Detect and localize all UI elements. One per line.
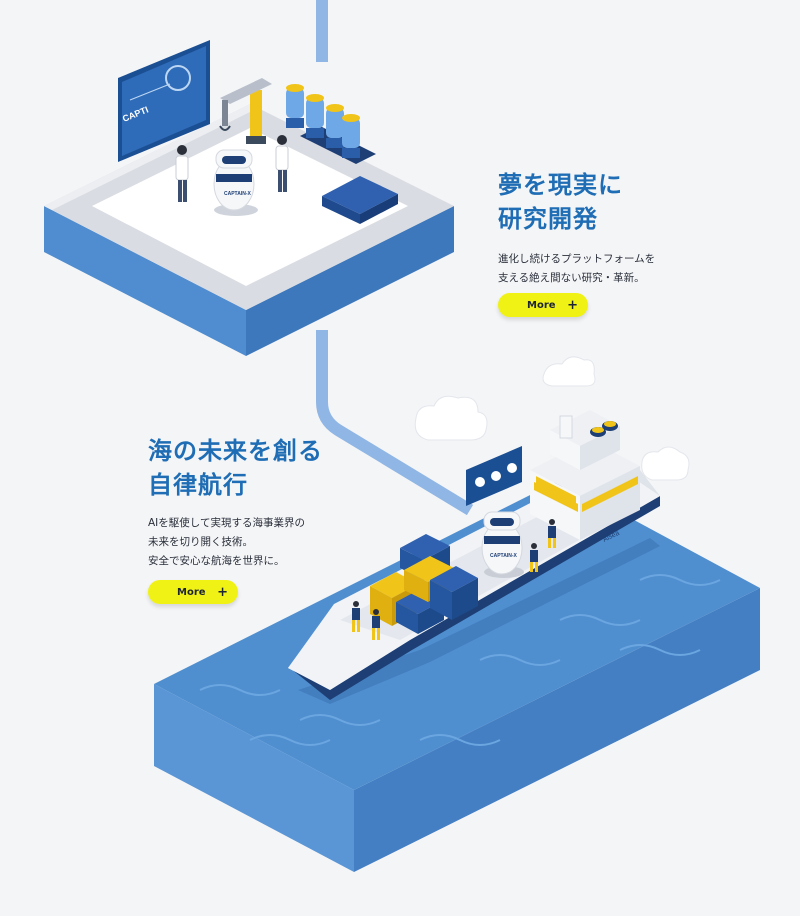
- autonomous-more-button[interactable]: More +: [148, 580, 238, 604]
- crew-member: [530, 543, 538, 572]
- autonomous-description-line1: AIを駆使して実現する海事業界の: [148, 517, 305, 529]
- research-more-button[interactable]: More +: [498, 293, 588, 317]
- ship-containers: [370, 534, 478, 634]
- robot-arm: [219, 78, 272, 144]
- lab-worker-right: [275, 135, 289, 192]
- plus-icon: +: [567, 297, 578, 313]
- research-description-line1: 進化し続けるプラットフォームを: [498, 253, 656, 265]
- ship-robot: CAPTAIN-X: [481, 511, 524, 578]
- autonomous-heading-line2: 自律航行: [148, 471, 248, 499]
- ship: Aisea: [288, 410, 660, 704]
- research-description-line2: 支える絶え間ない研究・革新。: [498, 272, 645, 284]
- research-heading-line2: 研究開発: [498, 205, 598, 233]
- lab-robot-label: CAPTAIN-X: [224, 191, 252, 197]
- crew-member: [372, 609, 380, 640]
- research-more-label: More: [527, 299, 556, 311]
- lab-monitor: CAPTI: [118, 40, 210, 162]
- plus-icon: +: [217, 584, 228, 600]
- research-description: 進化し続けるプラットフォームを 支える絶え間ない研究・革新。: [498, 250, 655, 288]
- autonomous-description-line2: 未来を切り開く技術。: [148, 536, 253, 548]
- cloud-far-right: [641, 446, 690, 481]
- autonomous-description: AIを駆使して実現する海事業界の 未来を切り開く技術。 安全で安心な航海を世界に…: [148, 514, 323, 571]
- crew-member: [352, 601, 360, 632]
- lab-desk: [322, 176, 398, 224]
- cloud-right: [542, 356, 596, 387]
- autonomous-more-label: More: [177, 586, 206, 598]
- research-heading: 夢を現実に 研究開発: [498, 168, 655, 236]
- cloud-left: [414, 395, 488, 441]
- ship-status-panel: [466, 446, 522, 506]
- autonomous-heading-line1: 海の未来を創る: [148, 437, 323, 465]
- lab-robot: CAPTAIN-X: [213, 149, 258, 216]
- connector-pipe: [316, 0, 474, 516]
- research-heading-line1: 夢を現実に: [498, 171, 623, 199]
- lab-worker-left: [175, 145, 189, 202]
- research-section: 夢を現実に 研究開発 進化し続けるプラットフォームを 支える絶え間ない研究・革新…: [498, 168, 655, 288]
- autonomous-section: 海の未来を創る 自律航行 AIを駆使して実現する海事業界の 未来を切り開く技術。…: [148, 434, 323, 571]
- autonomous-description-line3: 安全で安心な航海を世界に。: [148, 555, 285, 567]
- autonomous-heading: 海の未来を創る 自律航行: [148, 434, 323, 502]
- capsule-tanks: [286, 84, 376, 164]
- ship-robot-label: CAPTAIN-X: [490, 553, 518, 559]
- crew-member: [548, 519, 556, 548]
